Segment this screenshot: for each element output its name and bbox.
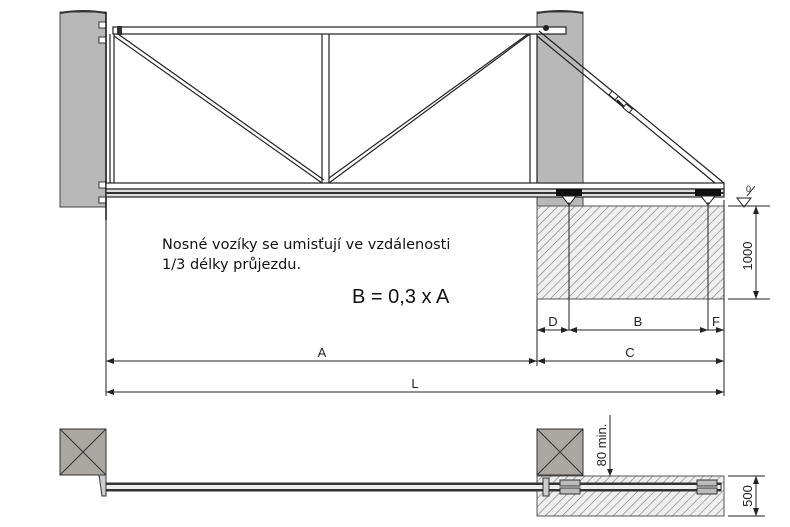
formula: B = 0,3 x A [352,286,450,308]
carriage-2 [695,189,721,206]
width-500-label: 500 [740,485,755,507]
plan-right-post [536,428,584,476]
level-mark: 0 [735,184,756,208]
svg-text:0: 0 [746,184,751,194]
dim-row-ac [106,358,724,364]
note-line-1: Nosné vozíky se umisťují ve vzdálenosti [162,237,451,253]
placement-note: Nosné vozíky se umisťují ve vzdálenosti … [162,235,450,275]
dim-row-l [106,389,724,395]
depth-1000-label: 1000 [740,242,755,271]
right-post [536,10,584,208]
plan-left-post [59,428,107,497]
dim-f-label: F [712,314,720,329]
dim-c-label: C [625,345,634,360]
plan-gate-rail [105,477,722,497]
dim-l-label: L [411,376,418,391]
note-line-2: 1/3 délky průjezdu. [162,257,302,273]
clearance-label: 80 min. [594,424,609,467]
top-roller [117,26,122,35]
top-guide [543,25,549,31]
dim-a-label: A [318,345,327,360]
dim-b-label: B [634,314,643,329]
carriage-1 [556,189,582,206]
gate-frame [105,26,725,198]
left-post [59,10,107,208]
foundation-elevation [536,205,725,300]
tensioner [608,90,634,114]
dim-d-label: D [548,314,557,329]
dim-row-dbf [537,327,724,333]
